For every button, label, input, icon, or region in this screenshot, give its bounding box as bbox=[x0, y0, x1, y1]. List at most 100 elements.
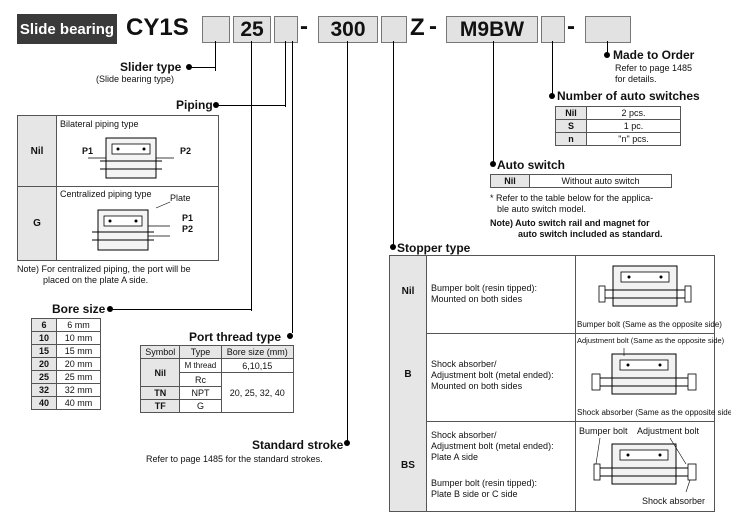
stopper-code: BS bbox=[401, 460, 415, 471]
auto-switch-note-4: auto switch included as standard. bbox=[518, 229, 663, 239]
auto-switch-note-1: * Refer to the table below for the appli… bbox=[490, 193, 654, 203]
bore-desc: 15 mm bbox=[56, 344, 101, 358]
stroke-value-box: 300 bbox=[318, 16, 378, 43]
bore-desc: 32 mm bbox=[56, 383, 101, 397]
switch-value-box: M9BW bbox=[446, 16, 538, 43]
option-box-piping bbox=[274, 16, 298, 43]
stopper-table: Nil Bumper bolt (resin tipped): Mounted … bbox=[389, 255, 731, 512]
piping-desc: Centralized piping type bbox=[60, 189, 152, 199]
bore-code: 15 bbox=[31, 344, 57, 358]
slider-type-title: Slider type bbox=[120, 60, 182, 74]
auto-switch-note-3: Note) Auto switch rail and magnet for bbox=[490, 218, 650, 228]
piping-code: Nil bbox=[18, 116, 57, 187]
port-symbol-tn: TN bbox=[139, 386, 181, 400]
dash-3: - bbox=[567, 13, 575, 40]
port-thread-table: Symbol Type Bore size (mm) Nil M thread … bbox=[139, 345, 295, 413]
option-box-made-to-order bbox=[585, 16, 631, 43]
num-switches-code: n bbox=[555, 132, 587, 146]
stopper-label-bumper: Bumper bolt bbox=[579, 426, 628, 436]
port-header-type: Type bbox=[179, 345, 222, 359]
bore-code: 40 bbox=[31, 396, 57, 410]
stopper-text: Plate B side or C side bbox=[431, 489, 518, 499]
bore-desc: 20 mm bbox=[56, 357, 101, 371]
auto-switch-title: Auto switch bbox=[497, 158, 565, 172]
port-type-npt: NPT bbox=[179, 386, 222, 400]
port-header-bore: Bore size (mm) bbox=[220, 345, 295, 359]
port-symbol-tf: TF bbox=[139, 399, 181, 413]
bore-code: 20 bbox=[31, 357, 57, 371]
port-type-g: G bbox=[179, 399, 222, 413]
auto-switch-note-2: ble auto switch model. bbox=[497, 204, 587, 214]
num-switches-code: Nil bbox=[555, 106, 587, 120]
stopper-caption: Shock absorber bbox=[642, 496, 706, 506]
bilateral-piping-drawing bbox=[88, 137, 174, 179]
bore-desc: 25 mm bbox=[56, 370, 101, 384]
num-switches-desc: 1 pc. bbox=[586, 119, 681, 133]
bore-desc: 6 mm bbox=[56, 318, 101, 332]
stopper-text: Mounted on both sides bbox=[431, 294, 523, 304]
piping-note-1: Note) For centralized piping, the port w… bbox=[17, 264, 191, 274]
option-box-num-switch bbox=[541, 16, 565, 43]
port-bore-large: 20, 25, 32, 40 bbox=[220, 372, 295, 413]
stopper-text: Bumper bolt (resin tipped): bbox=[431, 478, 538, 488]
stopper-code: Nil bbox=[401, 286, 415, 297]
piping-code: G bbox=[18, 187, 57, 260]
bore-code: 6 bbox=[31, 318, 57, 332]
plate-label: Plate bbox=[170, 193, 191, 203]
piping-note-2: placed on the plate A side. bbox=[43, 275, 149, 285]
num-switches-desc: 2 pcs. bbox=[586, 106, 681, 120]
stopper-text: Bumper bolt (resin tipped): bbox=[431, 283, 538, 293]
bore-code: 32 bbox=[31, 383, 57, 397]
stopper-type-title: Stopper type bbox=[397, 241, 471, 255]
bore-size-title: Bore size bbox=[52, 302, 106, 316]
dash-1: - bbox=[300, 13, 308, 40]
stopper-nil-drawing bbox=[598, 265, 692, 307]
stopper-text: Mounted on both sides bbox=[431, 381, 523, 391]
stopper-z: Z bbox=[410, 14, 425, 41]
standard-stroke-title: Standard stroke bbox=[252, 438, 344, 452]
auto-switch-desc: Without auto switch bbox=[529, 174, 672, 188]
piping-title: Piping bbox=[176, 98, 213, 112]
port-type-m: M thread bbox=[179, 358, 222, 373]
option-box-port bbox=[381, 16, 407, 43]
slider-type-desc: (Slide bearing type) bbox=[96, 74, 175, 84]
p2-label-g: P2 bbox=[182, 224, 194, 234]
num-switches-title: Number of auto switches bbox=[557, 89, 700, 103]
stopper-text: Shock absorber/ bbox=[431, 359, 497, 369]
made-to-order-line1: Refer to page 1485 bbox=[615, 63, 693, 73]
stopper-top-caption: Adjustment bolt (Same as the opposite si… bbox=[577, 336, 725, 345]
stopper-bs-drawing bbox=[593, 437, 697, 493]
bore-code: 25 bbox=[31, 370, 57, 384]
made-to-order-line2: for details. bbox=[615, 74, 657, 84]
stopper-caption: Shock absorber (Same as the opposite sid… bbox=[577, 408, 731, 417]
num-switches-desc: "n" pcs. bbox=[586, 132, 681, 146]
stopper-label-adjust: Adjustment bolt bbox=[637, 426, 700, 436]
p2-label: P2 bbox=[180, 146, 192, 156]
dash-2: - bbox=[429, 13, 437, 40]
option-box-slider bbox=[202, 16, 230, 43]
series-code: CY1S bbox=[126, 14, 189, 41]
piping-table: Nil Bilateral piping type G Centralized … bbox=[17, 115, 219, 261]
stopper-text: Adjustment bolt (metal ended): bbox=[431, 441, 554, 451]
port-symbol-nil: Nil bbox=[139, 358, 181, 387]
made-to-order-title: Made to Order bbox=[613, 48, 695, 62]
stopper-code: B bbox=[404, 369, 412, 380]
bore-desc: 40 mm bbox=[56, 396, 101, 410]
bore-value-box: 25 bbox=[233, 16, 271, 43]
auto-switch-code: Nil bbox=[490, 174, 530, 188]
port-thread-title: Port thread type bbox=[189, 330, 282, 344]
port-type-rc: Rc bbox=[179, 372, 222, 387]
centralized-piping-drawing bbox=[92, 201, 171, 251]
stopper-b-drawing bbox=[591, 348, 697, 395]
p1-label: P1 bbox=[82, 146, 94, 156]
bore-desc: 10 mm bbox=[56, 331, 101, 345]
port-bore-small: 6,10,15 bbox=[220, 358, 295, 373]
num-switches-code: S bbox=[555, 119, 587, 133]
piping-desc: Bilateral piping type bbox=[60, 119, 139, 129]
stopper-text: Adjustment bolt (metal ended): bbox=[431, 370, 554, 380]
stopper-caption: Bumper bolt (Same as the opposite side) bbox=[577, 320, 722, 329]
port-header-symbol: Symbol bbox=[139, 345, 181, 359]
standard-stroke-desc: Refer to page 1485 for the standard stro… bbox=[146, 454, 323, 464]
stopper-text: Shock absorber/ bbox=[431, 430, 497, 440]
